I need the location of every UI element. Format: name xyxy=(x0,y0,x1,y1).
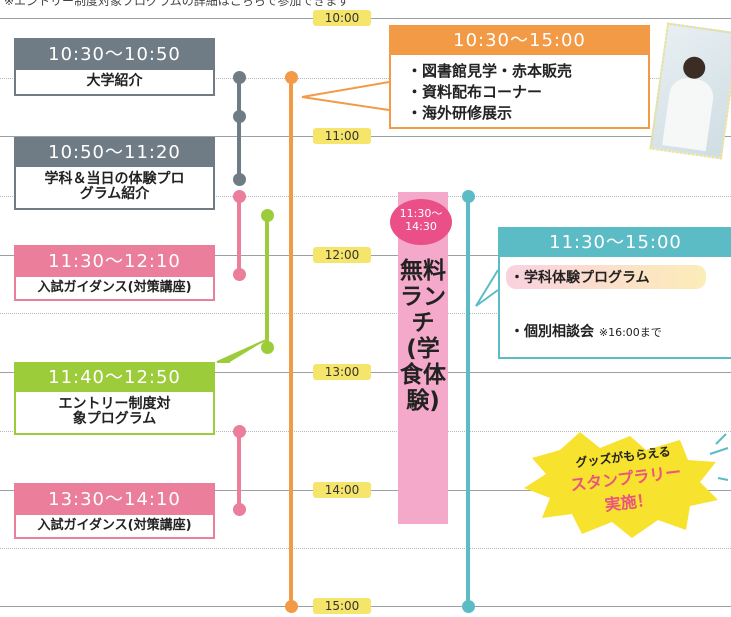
event-title: 学科＆当日の体験プログラム紹介 xyxy=(44,171,185,202)
pink-dot xyxy=(233,425,246,438)
time-label: 15:00 xyxy=(313,598,371,614)
orange-timeline xyxy=(289,78,293,606)
event-time: 13:30〜14:10 xyxy=(16,485,213,515)
half-hour-line xyxy=(0,548,731,549)
time-label: 13:00 xyxy=(313,364,371,380)
half-hour-line xyxy=(0,313,731,314)
event-time: 11:40〜12:50 xyxy=(16,364,213,392)
pink-dot xyxy=(233,268,246,281)
green-dot xyxy=(261,341,274,354)
photo-person-head xyxy=(681,55,707,81)
stamp-rally-burst xyxy=(524,432,729,538)
lunch-time-badge: 11:30〜 14:30 xyxy=(390,199,452,245)
green-timeline xyxy=(265,216,269,348)
event-card: 11:40〜12:50 エントリー制度対象プログラム xyxy=(14,362,215,435)
orange-dot xyxy=(285,71,298,84)
gray-timeline xyxy=(237,78,241,180)
time-label: 11:00 xyxy=(313,128,371,144)
pink-dot xyxy=(233,503,246,516)
time-label: 12:00 xyxy=(313,247,371,263)
photo-person-body xyxy=(662,75,716,152)
teal-program-note: ※16:00まで xyxy=(598,326,662,339)
gray-dot xyxy=(233,71,246,84)
gray-dot xyxy=(233,110,246,123)
teal-program-card: 11:30〜15:00 ・学科体験プログラム ・個別相談会 ※16:00まで xyxy=(498,227,731,359)
teal-timeline xyxy=(466,196,470,606)
event-title: 大学紹介 xyxy=(86,73,143,89)
highlight-stroke xyxy=(506,265,706,289)
event-title: エントリー制度対象プログラム xyxy=(58,396,171,427)
event-time: 10:50〜11:20 xyxy=(16,139,213,167)
orange-dot xyxy=(285,600,298,613)
time-label: 10:00 xyxy=(313,10,371,26)
lunch-title: 無料ランチ(学食体験) xyxy=(400,258,446,414)
teal-program-time: 11:30〜15:00 xyxy=(500,229,731,257)
orange-program-item: ・図書館見学・赤本販売 xyxy=(407,62,573,80)
lunch-badge-line: 11:30〜 xyxy=(399,207,443,220)
half-hour-line xyxy=(0,431,731,432)
orange-program-time: 10:30〜15:00 xyxy=(391,27,648,55)
green-dot xyxy=(261,209,274,222)
event-time: 10:30〜10:50 xyxy=(16,40,213,70)
time-label: 14:00 xyxy=(313,482,371,498)
orange-program-item: ・海外研修展示 xyxy=(407,104,513,122)
event-title: 入試ガイダンス(対策講座) xyxy=(37,280,192,295)
orange-program-card: 10:30〜15:00 ・図書館見学・赤本販売 ・資料配布コーナー ・海外研修展… xyxy=(389,25,650,129)
event-card: 11:30〜12:10 入試ガイダンス(対策講座) xyxy=(14,245,215,301)
event-card: 13:30〜14:10 入試ガイダンス(対策講座) xyxy=(14,483,215,539)
teal-dot xyxy=(462,190,475,203)
pink-timeline xyxy=(237,431,241,509)
half-hour-line xyxy=(0,78,731,79)
event-card: 10:30〜10:50 大学紹介 xyxy=(14,38,215,96)
half-hour-line xyxy=(0,196,731,197)
gray-dot xyxy=(233,173,246,186)
pink-timeline xyxy=(237,196,241,274)
teal-program-item: ・個別相談会 ※16:00まで xyxy=(510,321,662,341)
event-card: 10:50〜11:20 学科＆当日の体験プログラム紹介 xyxy=(14,137,215,210)
pink-dot xyxy=(233,190,246,203)
orange-program-item: ・資料配布コーナー xyxy=(407,83,543,101)
teal-program-item-label: ・個別相談会 xyxy=(510,324,594,340)
teal-program-item: ・学科体験プログラム xyxy=(510,270,650,286)
lunch-pillar xyxy=(398,192,448,524)
event-title: 入試ガイダンス(対策講座) xyxy=(37,518,192,533)
teal-dot xyxy=(462,600,475,613)
lunch-badge-line: 14:30 xyxy=(405,220,437,233)
top-note: ※エントリー制度対象プログラムの詳細はこちらで参加できます xyxy=(4,0,350,8)
event-time: 11:30〜12:10 xyxy=(16,247,213,277)
